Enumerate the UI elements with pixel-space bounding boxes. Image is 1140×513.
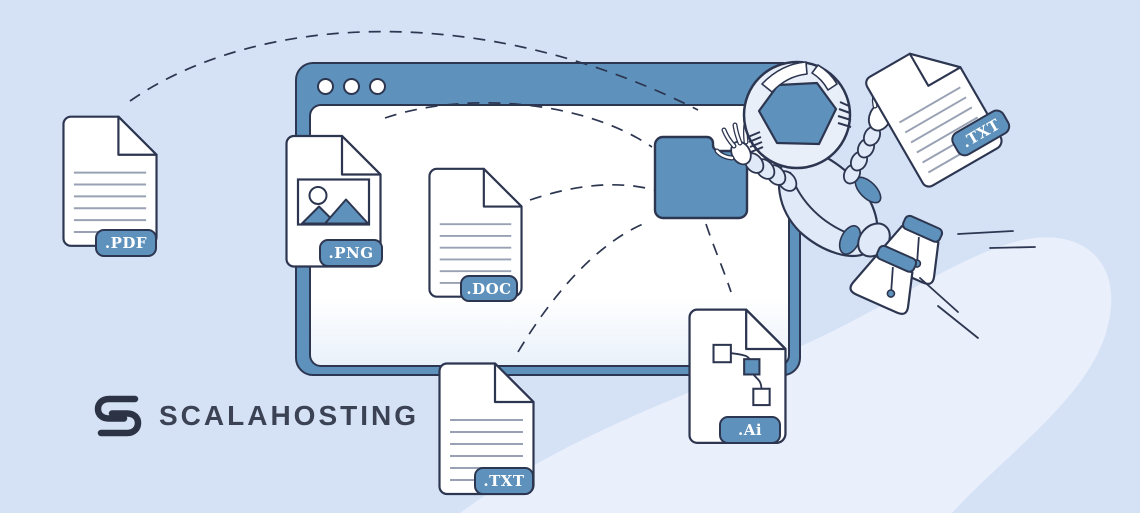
- file-doc: .DOC: [428, 165, 523, 325]
- astronaut-boot-front: [849, 244, 918, 315]
- photo-sun: [308, 186, 328, 205]
- file-txt-held: .TXT: [860, 33, 1014, 192]
- file-extension-badge: .Ai: [719, 416, 781, 444]
- anchor-point: [752, 387, 771, 407]
- anchor-point-selected: [743, 358, 761, 376]
- speed-lines: [919, 230, 1036, 339]
- helmet-highlight-small: [811, 64, 838, 91]
- document-icon: [428, 167, 523, 298]
- photo-frame: [296, 178, 371, 226]
- image-document-icon: [285, 134, 382, 268]
- astronaut-waist-accent: [838, 225, 862, 255]
- file-txt-bottom: .TXT: [438, 358, 535, 513]
- file-extension-badge: .PDF: [95, 229, 157, 257]
- file-png: .PNG: [285, 132, 383, 292]
- logo-wordmark: SCALAHOSTING: [159, 400, 419, 431]
- astronaut-right-arm: [842, 125, 882, 185]
- helmet-vent-right: [837, 101, 852, 128]
- astronaut-thigh: [857, 222, 891, 258]
- astronaut-boot-rear: [875, 214, 944, 285]
- file-extension-badge: .TXT: [474, 467, 534, 495]
- anchor-point: [712, 343, 732, 364]
- scalahosting-logo: SCALAHOSTING: [92, 392, 419, 440]
- astronaut-hip-accent: [854, 176, 882, 204]
- file-extension-badge: .PNG: [319, 239, 383, 267]
- file-pdf: .PDF: [62, 115, 158, 275]
- file-extension-badge: .DOC: [460, 275, 518, 302]
- document-icon: [865, 52, 1003, 188]
- vector-document-icon: [688, 308, 787, 444]
- document-icon: [438, 362, 535, 496]
- window-control-dot: [343, 78, 360, 95]
- file-ai: .Ai: [688, 308, 787, 468]
- scalahosting-s-icon: [94, 395, 142, 437]
- document-icon: [62, 115, 158, 247]
- window-control-dot: [317, 78, 334, 95]
- window-control-dot: [369, 78, 386, 95]
